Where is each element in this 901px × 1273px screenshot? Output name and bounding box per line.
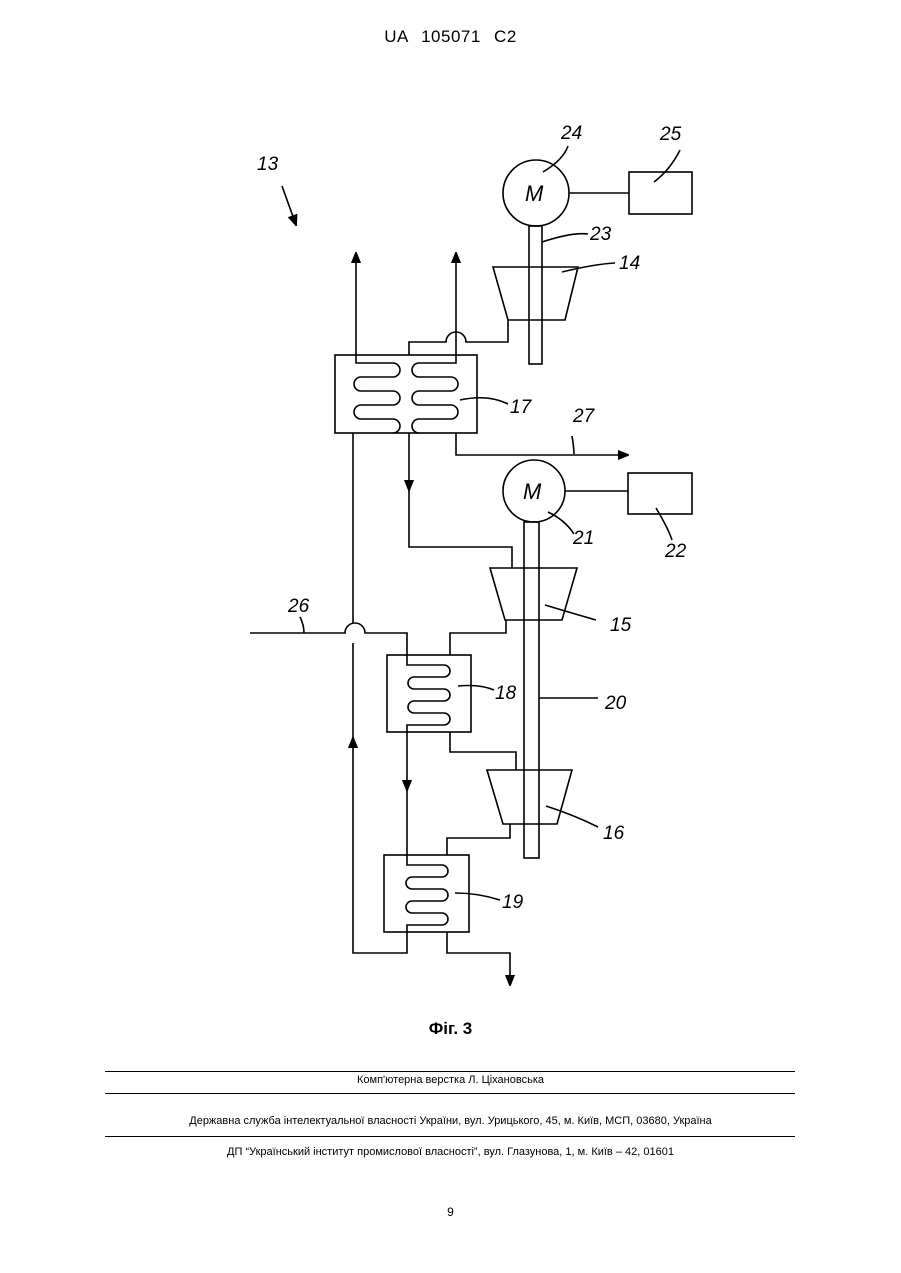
ref-23: 23: [589, 224, 612, 245]
figure-caption: Фіг. 3: [0, 1019, 901, 1039]
ref-18: 18: [495, 683, 517, 704]
footer-rule-2: [105, 1093, 795, 1094]
footer-rule-3: [105, 1136, 795, 1137]
motor-21-symbol: M: [523, 479, 542, 504]
ref-24: 24: [560, 123, 582, 144]
ref-17: 17: [510, 397, 533, 418]
ref-20: 20: [604, 693, 627, 714]
coil-18: [407, 655, 450, 732]
coil-19: [406, 855, 448, 932]
compressor-16: [487, 770, 572, 824]
ref-27: 27: [572, 406, 596, 427]
shaft-20: [524, 522, 539, 858]
page-number: 9: [0, 1205, 901, 1219]
ref-16: 16: [603, 823, 625, 844]
footer-agency: Державна служба інтелектуальної власност…: [0, 1115, 901, 1127]
footer-institute: ДП “Український інститут промислової вла…: [0, 1146, 901, 1158]
coil-17-right: [412, 355, 458, 433]
ref-15: 15: [610, 615, 632, 636]
ref-22: 22: [664, 541, 687, 562]
compressor-15: [490, 568, 577, 620]
ref-25: 25: [659, 124, 682, 145]
ref-26: 26: [287, 596, 310, 617]
compressor-14: [493, 267, 578, 320]
ref-13: 13: [257, 154, 279, 175]
ref-14: 14: [619, 253, 640, 274]
motor-24-symbol: M: [525, 181, 544, 206]
heat-exchanger-18: [387, 655, 471, 732]
controller-25: [629, 172, 692, 214]
footer-layout-credit: Комп'ютерна верстка Л. Ціхановська: [0, 1074, 901, 1086]
controller-22: [628, 473, 692, 514]
ref-21: 21: [572, 528, 594, 549]
shaft-23: [529, 226, 542, 364]
ref-19: 19: [502, 892, 524, 913]
heat-exchanger-17: [335, 355, 477, 433]
coil-17-left: [354, 355, 400, 433]
footer-rule-1: [105, 1071, 795, 1072]
